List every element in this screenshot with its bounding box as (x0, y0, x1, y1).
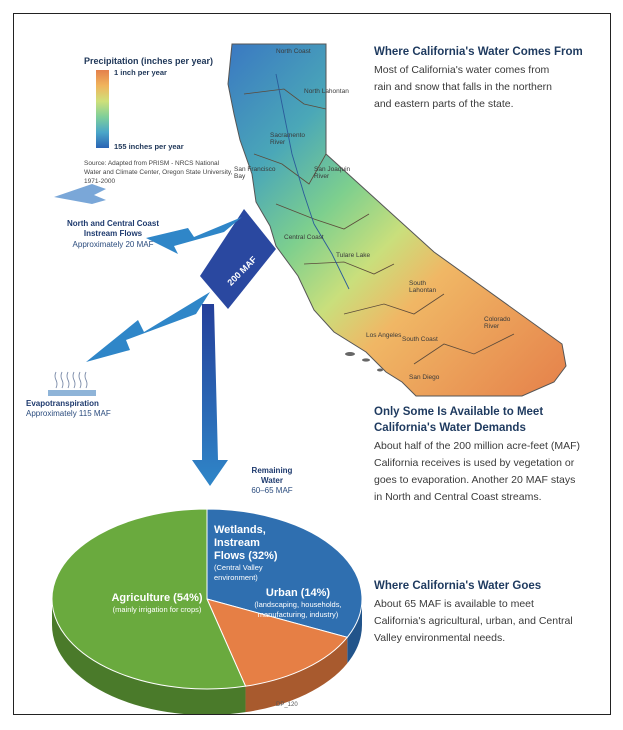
map-label-north-lahontan: North Lahontan (304, 88, 349, 95)
pie-slice-agriculture (51, 508, 247, 690)
main-flow-arrow (200, 209, 276, 309)
ground-icon (48, 390, 96, 396)
text-available-line: About half of the 200 million acre-feet … (374, 440, 581, 452)
map-label-san-diego: San Diego (409, 374, 440, 381)
map-label-san-francisco: San Francisco Bay (234, 166, 276, 180)
pie-side-urban (245, 637, 348, 713)
text-available-line: in North and Central Coast streams. (374, 491, 542, 503)
text-available: About half of the 200 million acre-feet … (374, 438, 606, 506)
rivers (275, 73, 350, 290)
pie-side (52, 599, 362, 714)
evaporation-icon (54, 371, 88, 389)
figure-code: DP_120 (276, 702, 298, 708)
remaining-flow-label: Remaining Water (242, 466, 302, 486)
pie-label-wetlands-line: Instream (214, 537, 260, 549)
evapo-flow-amount: Approximately 115 MAF (26, 409, 111, 418)
water-use-pie-chart (51, 508, 363, 714)
pie-label-wetlands-line: Wetlands, (214, 524, 266, 536)
map-label-sacramento-river: Sacramento River (270, 132, 306, 146)
legend-top-label: 1 inch per year (114, 68, 167, 77)
heading-comes-from: Where California's Water Comes From (374, 46, 583, 58)
evapo-flow-label: Evapotranspiration (26, 399, 99, 408)
pie-label-agriculture-sub: (mainly irrigation for crops) (112, 605, 202, 614)
text-comes-from: Most of California's water comes from ra… (374, 62, 604, 113)
rain-arrow-icon (54, 184, 106, 204)
remaining-flow-label-line: Remaining (251, 466, 293, 475)
region-boundaries (243, 88, 515, 365)
map-label-south-lahontan: South Lahontan (409, 280, 437, 294)
pie-label-urban: Urban (14%) (landscaping, households, ma… (246, 587, 350, 620)
map-label-north-coast: North Coast (276, 48, 311, 55)
pie-label-wetlands-sub: (Central Valley environment) (214, 563, 263, 582)
text-goes: About 65 MAF is available to meet Califo… (374, 596, 606, 647)
text-goes-line: About 65 MAF is available to meet (374, 598, 534, 610)
text-available-line: California receives is used by vegetatio… (374, 457, 575, 469)
coast-flow-label: North and Central Coast Instream Flows (48, 219, 178, 239)
text-goes-line: Valley environmental needs. (374, 632, 506, 644)
channel-islands (345, 352, 383, 372)
pie-label-agriculture-title: Agriculture (54%) (111, 592, 203, 604)
evapo-flow-arrow (86, 292, 210, 362)
coast-flow-label-line: North and Central Coast (66, 219, 159, 228)
pie-slice-wetlands (206, 508, 363, 638)
map-label-south-coast: South Coast (402, 336, 438, 343)
coast-flow-label-line: Instream Flows (83, 229, 143, 238)
remaining-flow-amount: 60–65 MAF (251, 486, 293, 495)
text-comes-from-line: and eastern parts of the state. (374, 98, 514, 110)
map-label-los-angeles: Los Angeles (366, 332, 402, 339)
pie-side-wetlands (347, 599, 362, 664)
pie-label-urban-sub: manufacturing, industry) (257, 610, 339, 619)
infographic-frame: Precipitation (inches per year) 1 inch p… (13, 13, 611, 715)
text-comes-from-line: rain and snow that falls in the northern (374, 81, 553, 93)
heading-goes: Where California's Water Goes (374, 580, 542, 592)
pie-label-wetlands-line: Flows (32%) (214, 550, 278, 562)
text-goes-line: California's agricultural, urban, and Ce… (374, 615, 573, 627)
map-label-tulare-lake: Tulare Lake (336, 252, 371, 259)
text-available-line: goes to evaporation. Another 20 MAF stay… (374, 474, 576, 486)
text-comes-from-line: Most of California's water comes from (374, 64, 550, 76)
california-shape (227, 43, 567, 397)
heading-available: Only Some Is Available to Meet Californi… (374, 404, 543, 436)
map-label-colorado-river: Colorado River (484, 316, 511, 330)
pie-side-agriculture (52, 599, 246, 714)
legend-bottom-label: 155 inches per year (114, 142, 184, 151)
precipitation-color-scale (96, 70, 109, 148)
remaining-flow-arrow (192, 304, 228, 486)
pie-label-urban-title: Urban (14%) (265, 587, 331, 599)
heading-available-line: California's Water Demands (374, 422, 526, 434)
coast-flow-arrow (146, 217, 242, 254)
coast-flow-amount: Approximately 20 MAF (72, 240, 154, 249)
heading-available-line: Only Some Is Available to Meet (374, 406, 544, 418)
pie-top (51, 508, 363, 690)
california-map (227, 43, 567, 397)
flow-arrows (48, 184, 276, 486)
pie-label-wetlands: Wetlands, Instream Flows (32%) (Central … (214, 524, 306, 583)
legend-title: Precipitation (inches per year) (84, 56, 214, 66)
legend-source: Source: Adapted from PRISM - NRCS Nation… (84, 160, 233, 185)
pie-slice-urban (206, 598, 349, 687)
pie-label-urban-sub: (landscaping, households, (254, 600, 342, 609)
map-label-san-joaquin: San Joaquin River (314, 166, 351, 180)
remaining-flow-label-line: Water (261, 476, 283, 485)
map-labels: North Coast North Lahontan Sacramento Ri… (14, 14, 610, 714)
pie-label-agriculture: Agriculture (54%) (mainly irrigation for… (82, 592, 232, 615)
map-label-central-coast: Central Coast (284, 234, 324, 241)
